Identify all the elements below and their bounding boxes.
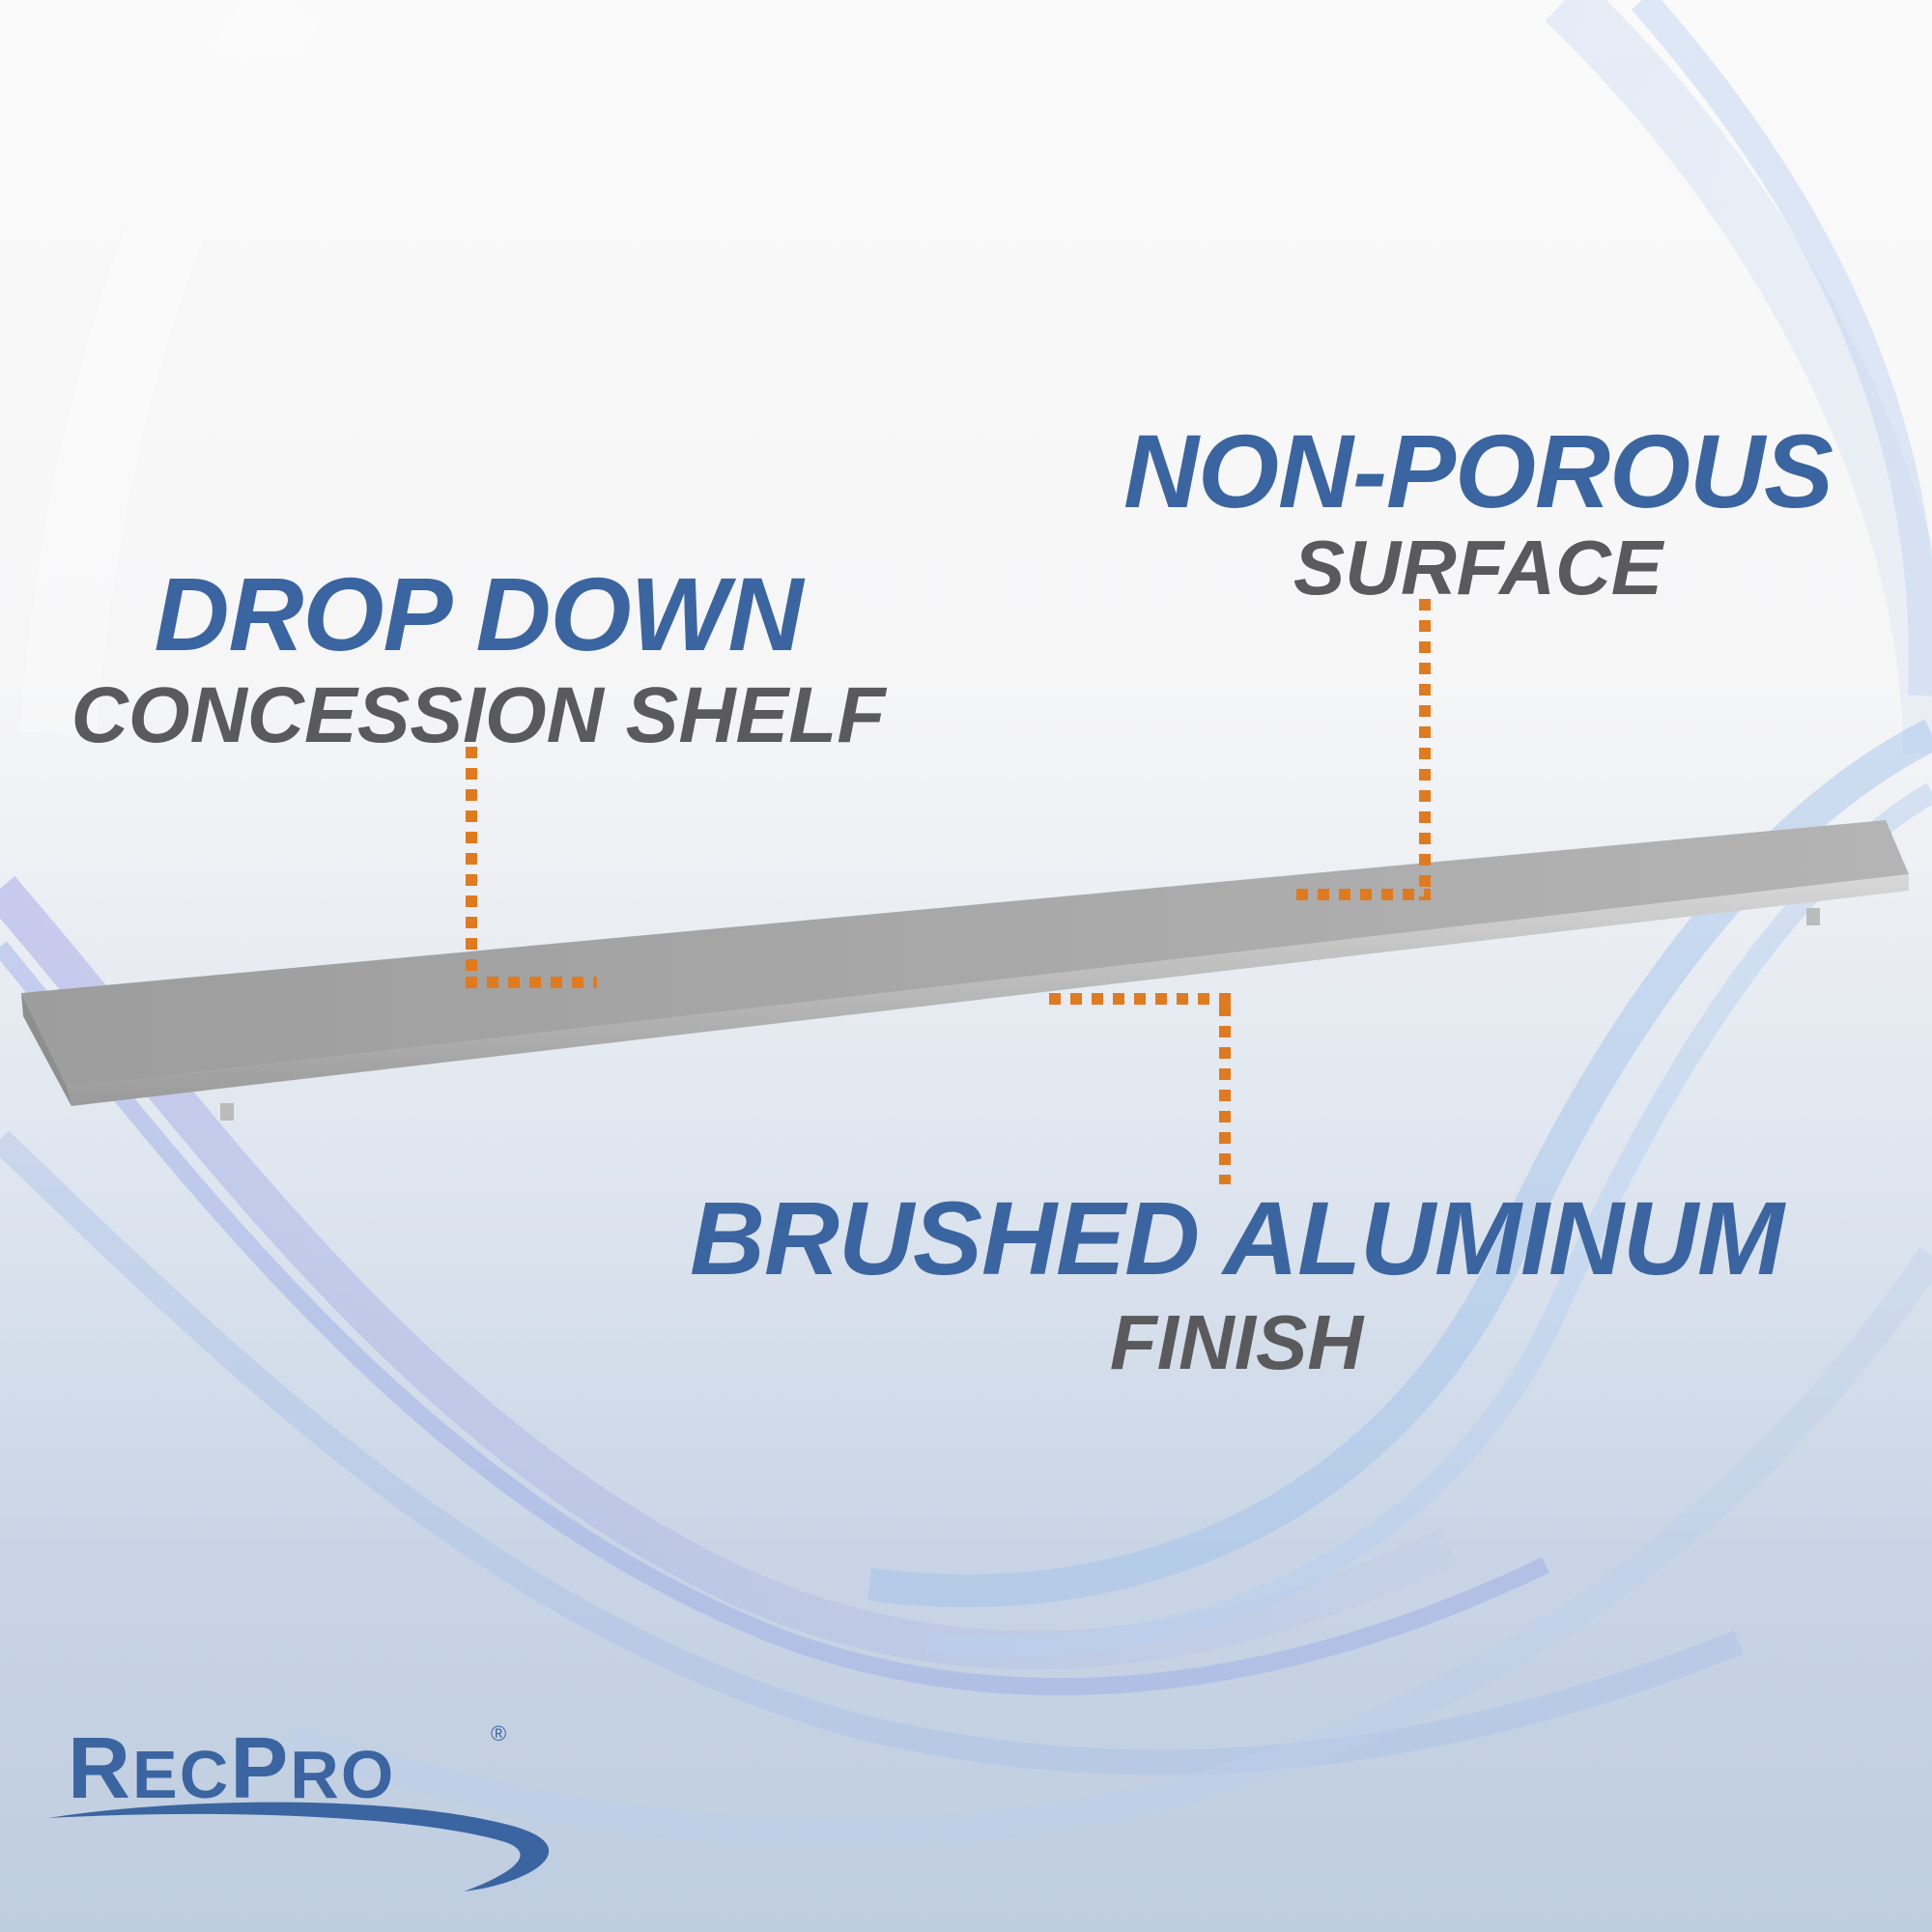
drop-down-title: DROP DOWN [154, 555, 804, 672]
logo-letters-ro: RO [290, 1737, 396, 1812]
brushed-aluminum-subtitle: FINISH [1109, 1299, 1364, 1385]
logo-letters-ec: EC [132, 1737, 231, 1812]
callout-non-porous: NON-POROUS SURFACE [1063, 419, 1893, 607]
callout-drop-down: DROP DOWN CONCESSION SHELF [39, 562, 918, 755]
drop-down-subtitle: CONCESSION SHELF [71, 671, 886, 759]
callout-brushed-aluminum: BRUSHED ALUMINUM FINISH [676, 1186, 1797, 1381]
non-porous-subtitle: SURFACE [1293, 525, 1663, 611]
leader-line-brushed [1049, 993, 1231, 1184]
shelf-top-surface [21, 820, 1909, 1088]
recpro-logo: RECPRO ® [48, 1719, 551, 1893]
brushed-aluminum-title: BRUSHED ALUMINUM [690, 1179, 1784, 1296]
hinge-tab-right [1806, 908, 1820, 925]
logo-wordmark: RECPRO [68, 1719, 395, 1819]
logo-swoosh-icon [48, 1802, 550, 1891]
non-porous-title: NON-POROUS [1122, 412, 1833, 529]
hinge-tab-left [220, 1103, 234, 1121]
leader-line-drop-down [466, 747, 597, 988]
shelf-front-edge [68, 874, 1909, 1106]
registered-mark: ® [491, 1721, 507, 1746]
shelf-side-edge [21, 993, 71, 1106]
logo-letter-r: R [68, 1720, 132, 1817]
logo-letter-p: P [230, 1720, 291, 1817]
leader-line-non-porous [1296, 599, 1431, 900]
